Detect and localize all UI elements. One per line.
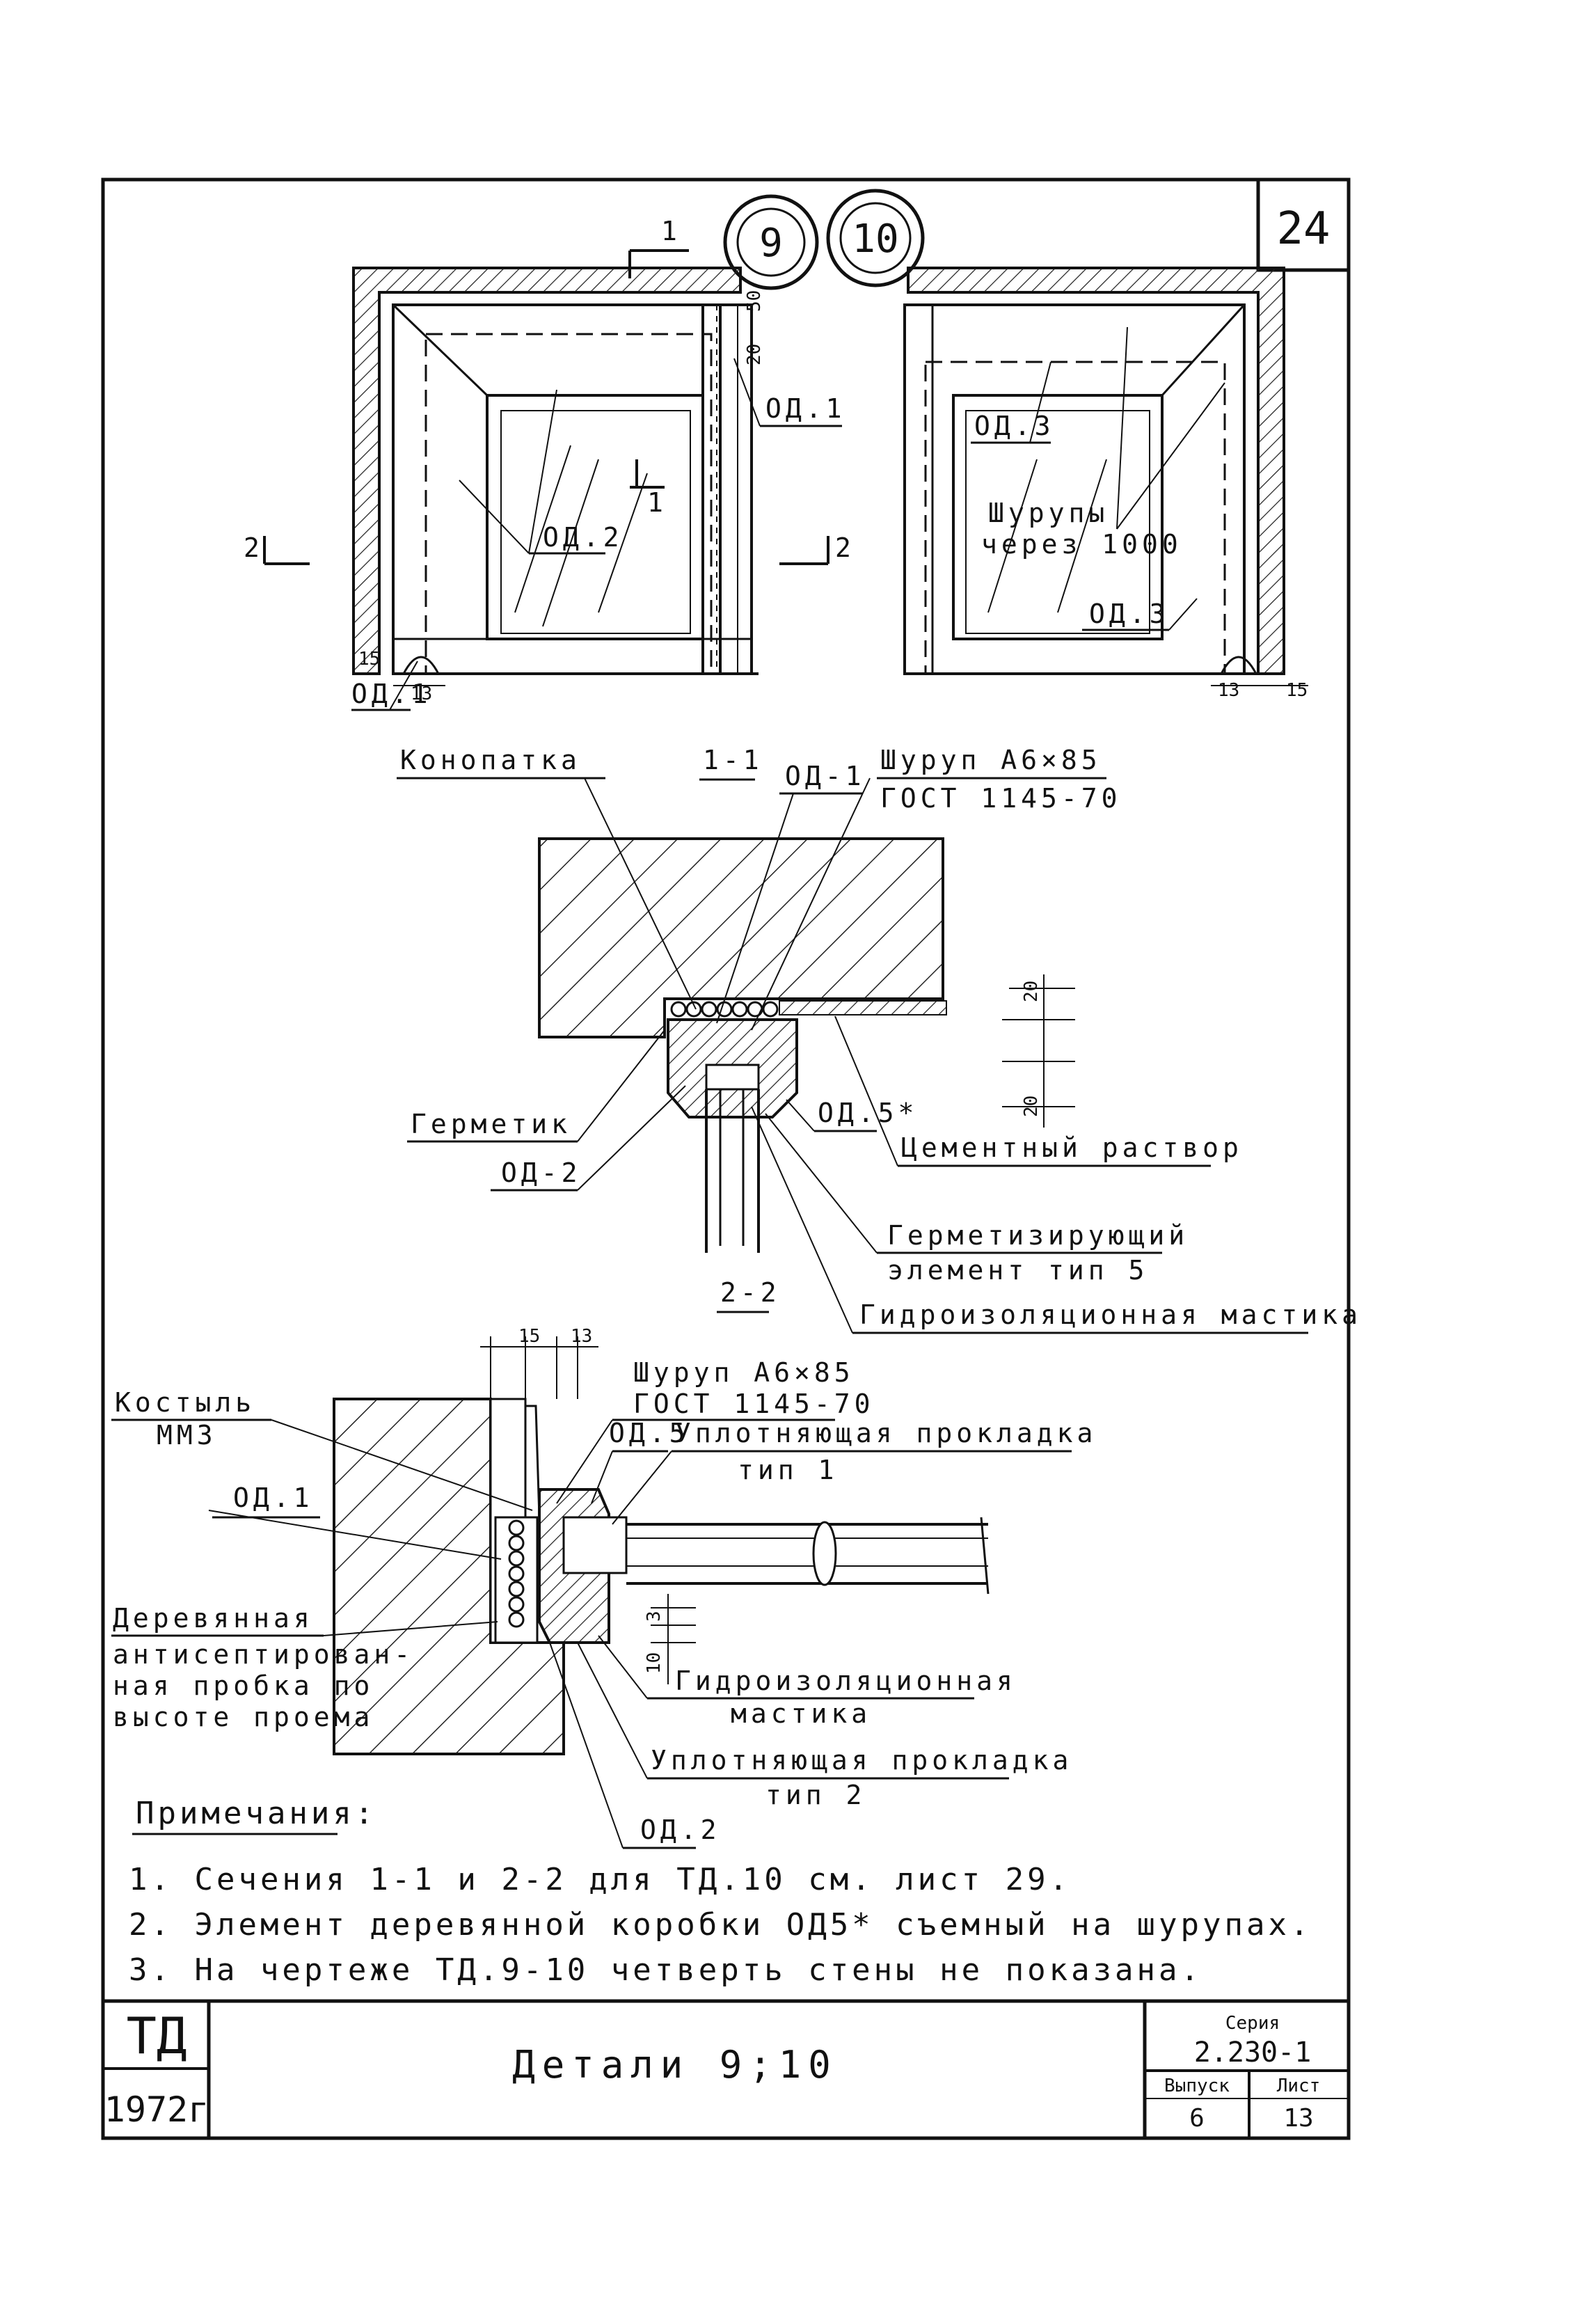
right-label-screws-1: Шурупы <box>988 498 1109 528</box>
right-label-od3-top: ОД.3 <box>974 411 1055 441</box>
s22-dim-10: 10 <box>644 1652 665 1674</box>
stamp-org: ТД <box>127 2007 187 2065</box>
s22-dim-13: 13 <box>571 1326 592 1347</box>
s11-label-od2: ОД-2 <box>501 1157 582 1188</box>
s22-label-gasket2-1: Уплотняющая прокладка <box>651 1745 1072 1776</box>
notes: Примечания: 1. Сечения 1-1 и 2-2 для ТД.… <box>129 1796 1312 1988</box>
note-1: 1. Сечения 1-1 и 2-2 для ТД.10 см. лист … <box>129 1862 1071 1897</box>
left-label-od1-top: ОД.1 <box>765 393 846 424</box>
right-label-od3-bottom: ОД.3 <box>1089 599 1170 629</box>
stamp-issue: 6 <box>1189 2104 1205 2133</box>
left-dim-15: 15 <box>358 649 380 670</box>
elevation-left: 1 1 2 2 ОД.1 ОД.2 ОД.1 50 20 15 13 <box>244 216 855 711</box>
callout-10: 10 <box>826 189 925 287</box>
left-label-od1-bottom: ОД.1 <box>351 679 432 709</box>
left-dim-50: 50 <box>744 290 765 312</box>
s22-label-screw-1: Шуруп А6×85 <box>633 1357 855 1388</box>
note-2: 2. Элемент деревянной коробки ОД5* съемн… <box>129 1907 1312 1943</box>
s11-label-screw-1: Шуруп А6×85 <box>880 745 1102 775</box>
s22-label-od2: ОД.2 <box>640 1815 721 1845</box>
sheet-number: 24 <box>1276 203 1330 255</box>
s22-dim-15: 15 <box>518 1326 540 1347</box>
section-mark-left: 2 <box>244 532 264 563</box>
s11-label-mastic: Гидроизоляционная мастика <box>859 1299 1362 1330</box>
s11-label-screw-2: ГОСТ 1145-70 <box>880 783 1122 814</box>
right-label-screws-2: через 1000 <box>981 529 1182 560</box>
right-dim-15: 15 <box>1286 680 1308 701</box>
s22-label-gasket1-1: Уплотняющая прокладка <box>675 1418 1097 1448</box>
callout-9: 9 <box>723 194 819 290</box>
s22-label-mastic-1: Гидроизоляционная <box>675 1666 1017 1696</box>
left-dim-20: 20 <box>744 344 765 365</box>
s11-label-sealant: Герметик <box>411 1109 571 1139</box>
s11-label-od1: ОД-1 <box>785 761 866 791</box>
sheet-number-box: 24 <box>1256 177 1351 272</box>
s22-label-plug-4: высоте проема <box>113 1702 374 1732</box>
s11-dim-20-top: 20 <box>1021 981 1042 1002</box>
callout-10-label: 10 <box>852 216 898 262</box>
stamp-issue-label: Выпуск <box>1164 2076 1230 2096</box>
s22-label-gasket1-2: тип 1 <box>738 1455 838 1485</box>
drawing-frame <box>101 177 1351 2140</box>
s22-label-spike-1: Костыль <box>115 1387 255 1418</box>
stamp-sheet-label: Лист <box>1277 2076 1321 2096</box>
callout-9-label: 9 <box>759 221 783 266</box>
s11-label-caulk: Конопатка <box>400 745 581 775</box>
s11-label-seal-el-2: элемент тип 5 <box>887 1255 1148 1286</box>
s11-label-od5: ОД.5* <box>818 1098 918 1128</box>
section-1-1: 1-1 20 20 Коно <box>397 745 1362 1334</box>
s11-label-mortar: Цементный раствор <box>901 1132 1243 1163</box>
stamp-series-label: Серия <box>1225 2013 1280 2034</box>
s22-label-plug-2: антисептирован- <box>113 1639 414 1670</box>
s22-label-od1: ОД.1 <box>233 1483 314 1513</box>
title-block: ТД 1972г Детали 9;10 Серия 2.230-1 Выпус… <box>103 1999 1349 2138</box>
stamp-sheet: 13 <box>1283 2104 1313 2133</box>
drawing-title: Детали 9;10 <box>512 2043 838 2087</box>
right-dim-13: 13 <box>1218 680 1239 701</box>
s22-label-spike-2: ММ3 <box>157 1420 217 1450</box>
stamp-series: 2.230-1 <box>1194 2037 1312 2069</box>
s22-label-plug-3: ная пробка по <box>113 1670 374 1701</box>
elevation-right: ОД.3 Шурупы через 1000 ОД.3 13 15 <box>903 267 1308 701</box>
s11-label-seal-el-1: Герметизирующий <box>887 1220 1189 1251</box>
s11-dim-20-bottom: 20 <box>1021 1096 1042 1117</box>
s22-label-gasket2-2: тип 2 <box>765 1780 866 1810</box>
s22-label-mastic-2: мастика <box>731 1698 871 1729</box>
note-3: 3. На чертеже ТД.9-10 четверть стены не … <box>129 1952 1202 1988</box>
section-mark-mid: 1 <box>647 487 667 518</box>
left-label-od2: ОД.2 <box>543 522 624 553</box>
s22-label-screw-2: ГОСТ 1145-70 <box>633 1389 875 1419</box>
section-mark-right: 2 <box>835 532 855 563</box>
stamp-year: 1972г <box>104 2089 209 2130</box>
s22-label-od5: ОД.5 <box>609 1418 690 1448</box>
s22-label-plug-1: Деревянная <box>113 1603 314 1634</box>
section-mark-top: 1 <box>661 216 681 246</box>
left-dim-13: 13 <box>411 683 432 704</box>
section-2-2-title: 2-2 <box>720 1277 781 1308</box>
notes-heading: Примечания: <box>136 1796 376 1831</box>
s22-dim-3: 3 <box>644 1611 665 1622</box>
section-2-2: 2-2 15 13 3 10 <box>111 1277 1097 1849</box>
section-1-1-title: 1-1 <box>703 745 763 775</box>
